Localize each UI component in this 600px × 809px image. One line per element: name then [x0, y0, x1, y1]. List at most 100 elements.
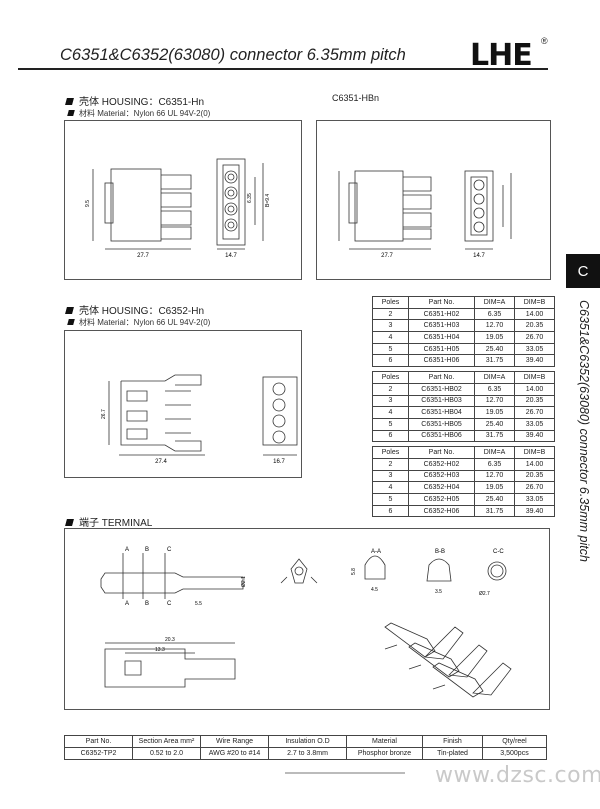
cell: 4 — [372, 481, 409, 494]
cell: 6 — [372, 429, 409, 443]
cell: 12.70 — [474, 469, 515, 483]
cell: 2.7 to 3.8mm — [268, 747, 347, 760]
cell: 5 — [372, 493, 409, 506]
page-title: C6351&C6352(63080) connector 6.35mm pitc… — [60, 46, 406, 64]
col-header: DIM=B — [514, 446, 555, 459]
housing1-dim-a: 27.7 — [137, 253, 149, 259]
col-header: Qty/reel — [482, 735, 547, 748]
col-header: Part No. — [408, 446, 475, 459]
cell: 12.70 — [474, 319, 515, 333]
table-header-row: Poles Part No. DIM=A DIM=B — [372, 371, 555, 384]
cell: C6351-H04 — [408, 331, 475, 344]
cell: 4 — [372, 331, 409, 344]
housing2-dim-b: 16.7 — [273, 459, 285, 465]
registered-mark: ® — [541, 36, 548, 46]
terminal-dim-f: 3.5 — [435, 589, 442, 595]
cell: 2 — [372, 307, 409, 321]
housing2-material-text: 材料 Material：Nylon 66 UL 94V-2(0) — [79, 318, 211, 327]
cell: 33.05 — [514, 417, 555, 431]
housing1-drawing-left: 27.7 14.7 6.35 B=9.4 9.5 — [64, 120, 302, 280]
cell: C6351-H05 — [408, 342, 475, 356]
cell: 3,500pcs — [482, 747, 547, 760]
cell: 26.70 — [514, 406, 555, 419]
cell: 20.35 — [514, 469, 555, 483]
housing2-heading-text: 壳体 HOUSING：C6352-Hn — [79, 306, 205, 317]
section-a-label: A — [125, 547, 129, 553]
cell: 6.35 — [474, 382, 515, 396]
cell: 39.40 — [514, 429, 555, 443]
section-bullet-icon — [65, 307, 74, 314]
section-b-label: B — [145, 547, 149, 553]
terminal-dim-d: 5.8 — [351, 568, 357, 575]
housing1-drawing-right: 27.7 14.7 — [316, 120, 551, 280]
col-header: Poles — [372, 446, 409, 459]
col-header: Poles — [372, 371, 409, 384]
cell: C6351-H03 — [408, 319, 475, 333]
housing1-material-text: 材料 Material：Nylon 66 UL 94V-2(0) — [79, 109, 211, 118]
section-a-label-bottom: A — [125, 601, 129, 607]
cell: 2 — [372, 382, 409, 396]
terminal-svg: A B C A B C 5.5 Ø2.1 A-A B-B C-C 20.3 13… — [100, 547, 512, 698]
col-header: Wire Range — [200, 735, 269, 748]
housing1-heading-text: 壳体 HOUSING：C6351-Hn — [79, 97, 205, 108]
col-header: Insulation O.D — [268, 735, 347, 748]
cell: 26.70 — [514, 481, 555, 494]
cell: 31.75 — [474, 354, 515, 368]
cell: C6352-H06 — [408, 504, 475, 518]
housing1-dim-b: 14.7 — [225, 253, 237, 259]
cell: 33.05 — [514, 342, 555, 356]
cell: 14.00 — [514, 382, 555, 396]
cell: 2 — [372, 457, 409, 471]
terminal-heading: 端子 TERMINAL — [65, 514, 153, 529]
cell: Tin-plated — [422, 747, 483, 760]
housing2-heading: 壳体 HOUSING：C6352-Hn — [65, 302, 205, 317]
housing1-dim-d: B=9.4 — [265, 194, 271, 207]
cell: 6.35 — [474, 457, 515, 471]
housing1-material: 材料 Material：Nylon 66 UL 94V-2(0) — [67, 108, 211, 119]
terminal-dim-e: 4.5 — [371, 587, 378, 593]
terminal-dim-g: Ø2.1 — [241, 576, 247, 587]
section-tab: C — [566, 254, 600, 288]
cell: 12.70 — [474, 394, 515, 408]
terminal-drawing: A B C A B C 5.5 Ø2.1 A-A B-B C-C 20.3 13… — [64, 528, 550, 710]
cell: 5 — [372, 342, 409, 356]
material-bullet-icon — [67, 110, 75, 116]
cell: C6352-H05 — [408, 493, 475, 506]
terminal-heading-text: 端子 TERMINAL — [79, 518, 153, 529]
cell: 19.05 — [474, 406, 515, 419]
cell: 25.40 — [474, 342, 515, 356]
cell: 26.70 — [514, 331, 555, 344]
cell: 6 — [372, 504, 409, 518]
section-c-label-bottom: C — [167, 601, 172, 607]
cell: 3 — [372, 469, 409, 483]
brand-logo: LHE — [470, 38, 533, 73]
col-header: Part No. — [408, 296, 475, 309]
col-header: DIM=B — [514, 371, 555, 384]
housing2-svg: 27.4 16.7 26.7 — [101, 374, 298, 465]
cell: C6351-H06 — [408, 354, 475, 368]
section-bullet-icon — [65, 98, 74, 105]
cell: 14.00 — [514, 307, 555, 321]
footer-rule — [285, 772, 405, 774]
cell: C6351-HB05 — [408, 417, 475, 431]
col-header: DIM=A — [474, 446, 515, 459]
side-vertical-title: C6351&C6352(63080) connector 6.35mm pitc… — [577, 300, 591, 562]
cell: C6352-H04 — [408, 481, 475, 494]
cell: C6351-HB03 — [408, 394, 475, 408]
cell: 0.52 to 2.0 — [132, 747, 201, 760]
cell: C6352-TP2 — [64, 747, 133, 760]
cell: 19.05 — [474, 481, 515, 494]
cell: C6352-H02 — [408, 457, 475, 471]
